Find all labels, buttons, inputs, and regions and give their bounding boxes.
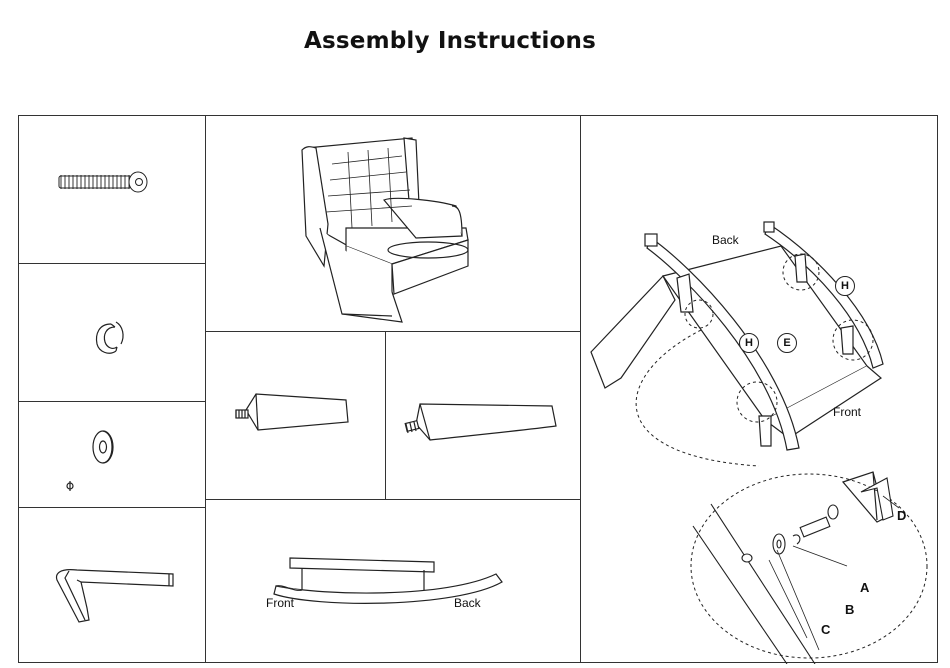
rocker-front-label: Front — [266, 596, 294, 610]
part-hex-key-cell — [18, 507, 206, 663]
assembly-diagram-cell: Back Front H H E A B C D — [580, 115, 938, 663]
rocker-base-cell: Front Back — [205, 499, 581, 663]
chair-overview-cell — [205, 115, 581, 332]
washer-icon — [19, 402, 207, 509]
diagram-back-label: Back — [712, 233, 739, 247]
page-title: Assembly Instructions — [0, 28, 900, 54]
leg-straight-cell — [205, 331, 386, 500]
callout-e: E — [777, 333, 797, 353]
detail-label-c: C — [821, 622, 830, 637]
part-washer-cell — [18, 401, 206, 508]
part-lock-ring-cell — [18, 263, 206, 402]
rocking-chair-illustration — [206, 116, 582, 333]
leg-curved-cell — [385, 331, 581, 500]
detail-label-d: D — [897, 508, 906, 523]
lock-ring-icon — [19, 264, 207, 403]
hex-key-icon — [19, 508, 207, 664]
detail-label-a: A — [860, 580, 869, 595]
curved-leg-icon — [386, 332, 582, 501]
part-bolt-cell — [18, 115, 206, 264]
instruction-sheet: Front Back — [18, 115, 937, 661]
assembly-diagram — [581, 116, 939, 664]
bolt-icon — [19, 116, 207, 265]
callout-h-upper: H — [835, 276, 855, 296]
rocker-base-illustration — [206, 500, 582, 664]
callout-h-lower: H — [739, 333, 759, 353]
diagram-front-label: Front — [833, 405, 861, 419]
straight-leg-icon — [206, 332, 387, 501]
rocker-back-label: Back — [454, 596, 481, 610]
detail-label-b: B — [845, 602, 854, 617]
